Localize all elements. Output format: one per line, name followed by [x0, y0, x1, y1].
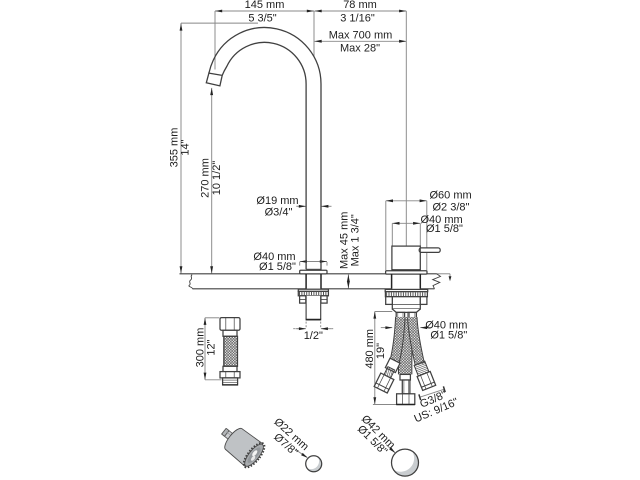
- svg-text:Max 700 mm: Max 700 mm: [329, 29, 393, 41]
- svg-text:145 mm: 145 mm: [245, 0, 285, 11]
- svg-text:355 mm: 355 mm: [169, 128, 181, 168]
- svg-text:Ø40 mm: Ø40 mm: [421, 214, 463, 226]
- svg-text:Ø3/4": Ø3/4": [265, 206, 293, 218]
- svg-text:Ø2 3/8": Ø2 3/8": [433, 201, 470, 213]
- svg-text:300 mm: 300 mm: [195, 328, 207, 368]
- svg-text:480 mm: 480 mm: [364, 329, 376, 369]
- svg-text:270 mm: 270 mm: [199, 158, 211, 198]
- svg-text:78 mm: 78 mm: [343, 0, 377, 11]
- svg-text:1/2": 1/2": [304, 330, 323, 342]
- svg-text:3 1/16": 3 1/16": [340, 12, 375, 24]
- svg-text:Max 28": Max 28": [340, 43, 380, 55]
- svg-text:12": 12": [206, 339, 218, 355]
- svg-text:Max 1 3/4": Max 1 3/4": [349, 214, 361, 266]
- svg-text:10 1/2": 10 1/2": [211, 161, 223, 196]
- svg-text:19": 19": [375, 343, 387, 359]
- svg-text:Ø40 mm: Ø40 mm: [253, 251, 295, 263]
- svg-text:Ø40 mm: Ø40 mm: [425, 320, 467, 332]
- svg-text:Ø1 5/8": Ø1 5/8": [426, 223, 463, 235]
- svg-text:Ø1 5/8": Ø1 5/8": [259, 261, 296, 273]
- svg-text:5 3/5": 5 3/5": [248, 12, 276, 24]
- svg-text:Ø1 5/8": Ø1 5/8": [430, 330, 467, 342]
- svg-text:Ø19 mm: Ø19 mm: [256, 195, 298, 207]
- svg-text:14": 14": [180, 139, 192, 155]
- svg-text:Max 45 mm: Max 45 mm: [338, 212, 350, 269]
- svg-text:Ø60 mm: Ø60 mm: [430, 189, 472, 201]
